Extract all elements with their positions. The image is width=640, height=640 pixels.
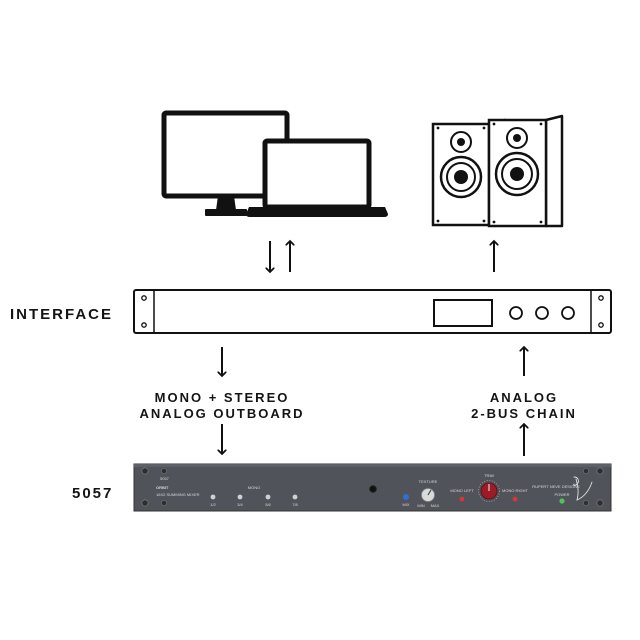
orbit-subtitle: 16X2 SUMMING MIXER: [156, 492, 200, 497]
orbit-5057-rack-unit: 5057 ORBIT 16X2 SUMMING MIXER MONO 1/2 3…: [133, 463, 612, 512]
mono-label: MONO: [248, 485, 260, 490]
interface-knob-3: [561, 306, 575, 320]
channel-label-3-4: 3/4: [237, 502, 243, 507]
channel-label-7-8: 7/8: [292, 502, 298, 507]
texture-max-label: MAX: [431, 503, 440, 508]
label-outboard-line1: MONO + STEREO: [155, 390, 290, 405]
channel-button-1-2[interactable]: [210, 494, 216, 500]
headphone-jack-icon[interactable]: [369, 485, 377, 493]
interface-knob-1: [509, 306, 523, 320]
mono-right-led[interactable]: [512, 496, 518, 502]
label-interface: INTERFACE: [10, 306, 113, 323]
interface-knob-2: [535, 306, 549, 320]
speaker-right-icon: [487, 114, 564, 228]
channel-label-5-6: 5/6: [265, 502, 271, 507]
laptop-icon: [246, 138, 388, 217]
channel-button-3-4[interactable]: [237, 494, 243, 500]
interface-rack-unit: [133, 289, 612, 334]
mono-left-led[interactable]: [459, 496, 465, 502]
power-label: POWER: [554, 492, 569, 497]
trim-knob-scale: [478, 480, 500, 502]
label-chain-line1: ANALOG: [490, 390, 558, 405]
label-outboard-line2: ANALOG OUTBOARD: [139, 406, 304, 421]
orbit-model-number: 5057: [160, 476, 170, 481]
label-5057: 5057: [72, 485, 113, 502]
brand-label: RUPERT NEVE DESIGNS: [532, 484, 580, 489]
mono-right-label: MONO RIGHT: [502, 488, 529, 493]
signature-logo-icon: [573, 476, 593, 501]
label-chain-line2: 2-BUS CHAIN: [471, 406, 577, 421]
channel-button-5-6[interactable]: [265, 494, 271, 500]
mix-label: MIX: [402, 502, 409, 507]
orbit-name: ORBIT: [156, 485, 169, 490]
power-led: [559, 498, 565, 504]
texture-label: TEXTURE: [419, 479, 438, 484]
texture-min-label: MIN: [417, 503, 424, 508]
mix-button[interactable]: [403, 494, 409, 500]
trim-label: TRIM: [484, 473, 494, 478]
channel-label-1-2: 1/2: [210, 502, 216, 507]
interface-display: [433, 299, 493, 327]
studio-speakers-icon: [431, 114, 564, 228]
channel-button-7-8[interactable]: [292, 494, 298, 500]
mono-left-label: MONO LEFT: [450, 488, 474, 493]
